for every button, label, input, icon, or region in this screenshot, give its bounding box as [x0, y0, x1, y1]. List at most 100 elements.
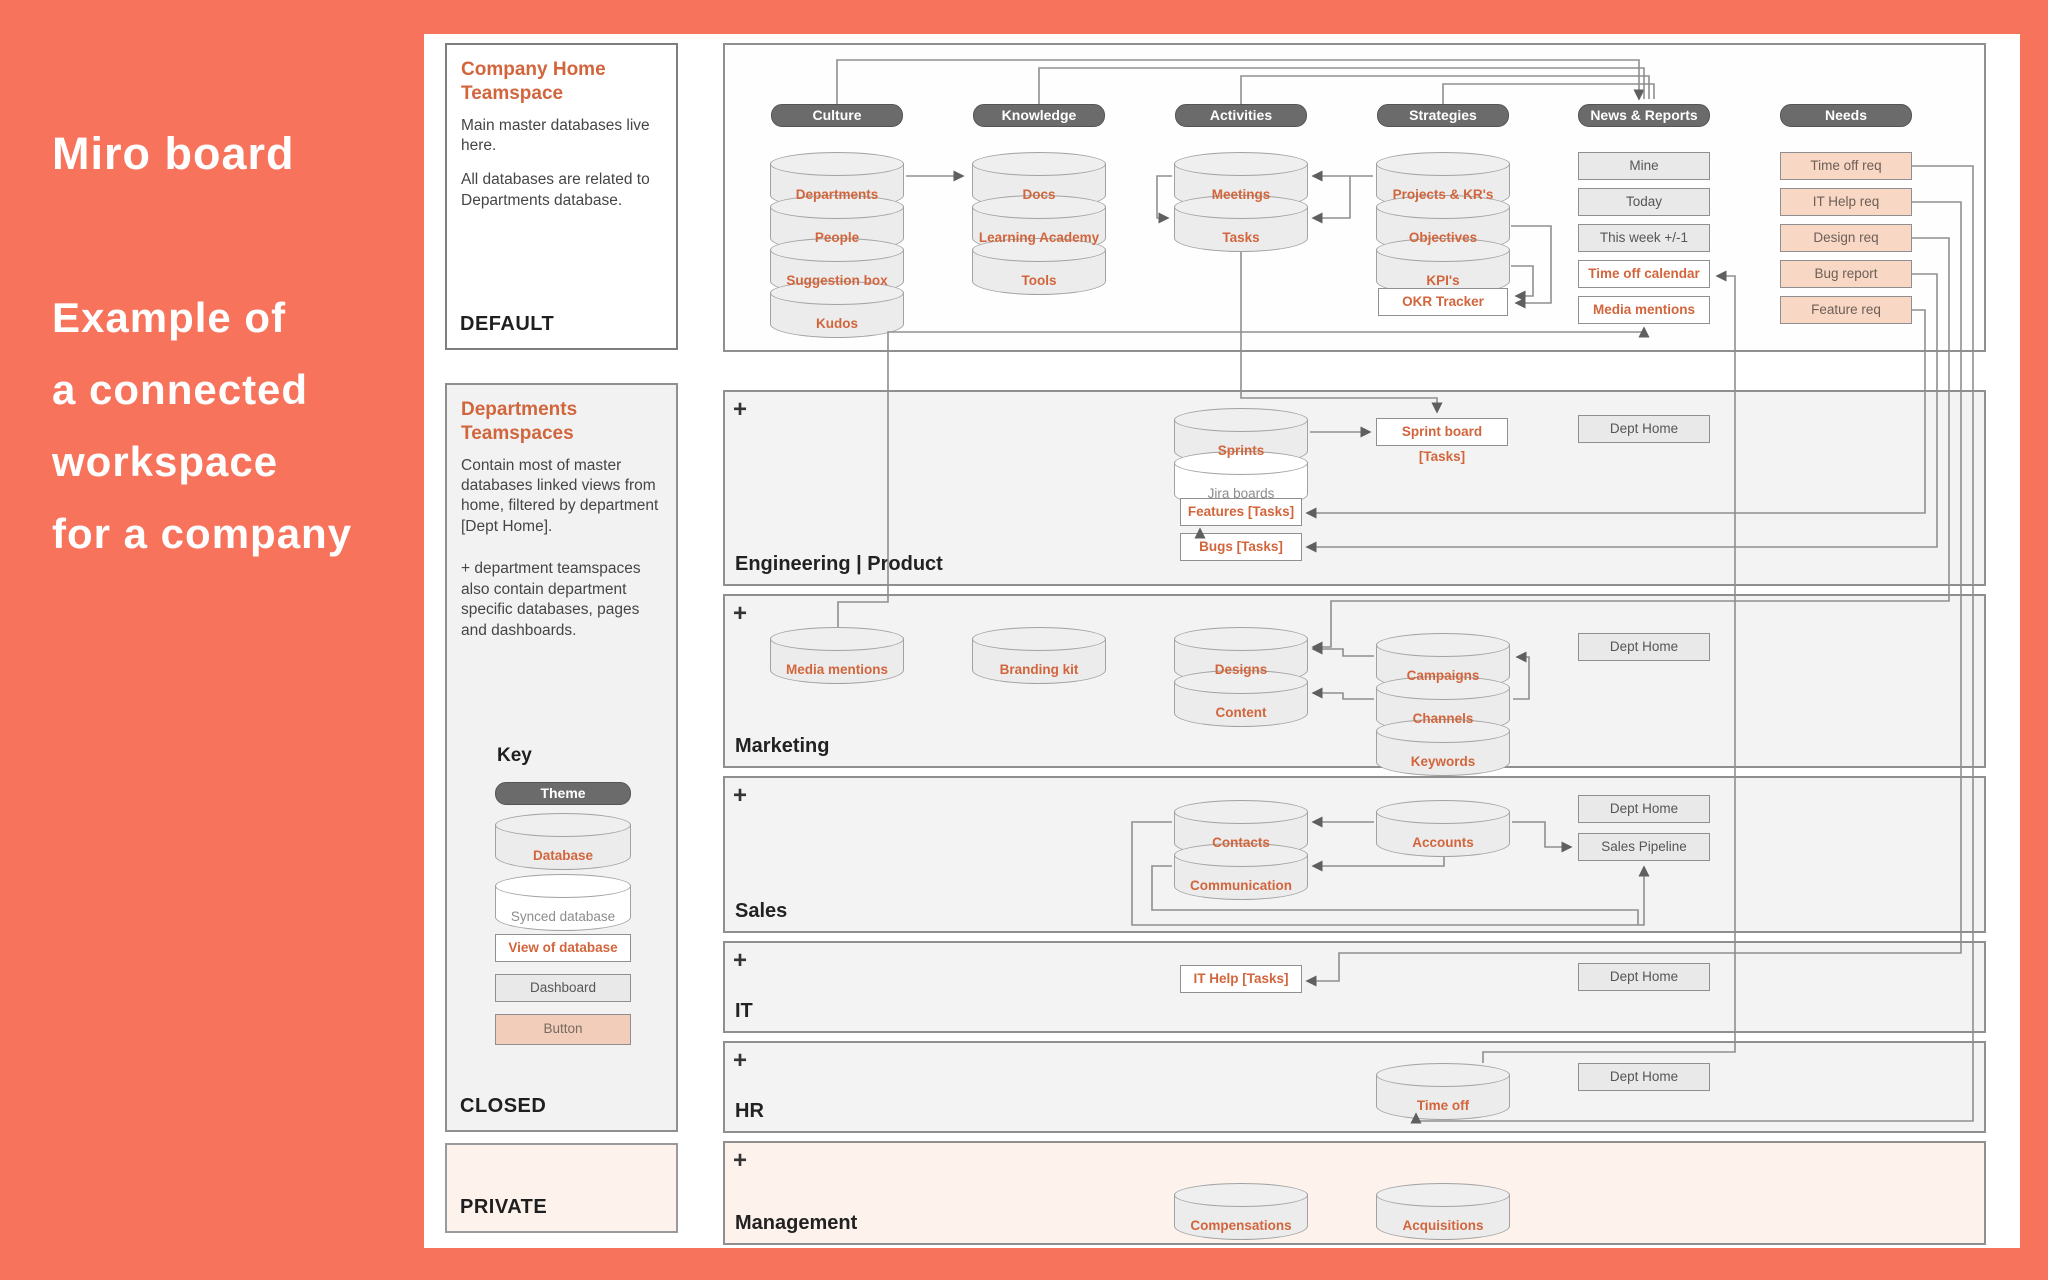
sales-pipeline-dashboard[interactable]: Sales Pipeline [1578, 833, 1710, 861]
needs-label: Needs [1824, 107, 1868, 123]
time-off-database[interactable]: Time off [1376, 1063, 1510, 1120]
departments-database[interactable]: Departments [770, 152, 904, 209]
projects-krs-database[interactable]: Projects & KR's [1376, 152, 1510, 209]
compensations-database[interactable]: Compensations [1174, 1183, 1308, 1240]
features-tasks-view[interactable]: Features [Tasks] [1180, 498, 1302, 526]
knowledge-label: Knowledge [1001, 107, 1077, 123]
activities-theme-pill[interactable]: Activities [1175, 104, 1307, 127]
suggestion-box-db-label: Suggestion box [786, 273, 888, 288]
key-database-shape[interactable]: Database [495, 813, 631, 870]
jira-boards-synced-database[interactable]: Jira boards [1174, 451, 1308, 508]
channels-database[interactable]: Channels [1376, 676, 1510, 733]
key-dashboard[interactable]: Dashboard [495, 974, 631, 1002]
it-help-tasks-view[interactable]: IT Help [Tasks] [1180, 965, 1302, 993]
okr-tracker-view[interactable]: OKR Tracker [1378, 288, 1508, 316]
key-database-label: Database [532, 848, 594, 863]
contacts-db-label: Contacts [1212, 835, 1270, 850]
keywords-db-label: Keywords [1410, 754, 1476, 769]
media-mentions-view[interactable]: Media mentions [1578, 296, 1710, 324]
time-off-calendar-label: Time off calendar [1588, 266, 1700, 281]
bug-report-button[interactable]: Bug report [1780, 260, 1912, 288]
people-database[interactable]: People [770, 195, 904, 252]
key-synced-label: Synced database [510, 909, 616, 924]
kpis-db-label: KPI's [1426, 273, 1460, 288]
engineering-dept-home-label: Dept Home [1609, 421, 1679, 436]
meetings-database[interactable]: Meetings [1174, 152, 1308, 209]
culture-label: Culture [812, 107, 862, 123]
acquisitions-db-label: Acquisitions [1402, 1218, 1484, 1233]
marketing-frame-label: Marketing [735, 735, 830, 757]
departments-title: Departments Teamspaces [461, 399, 578, 444]
sprints-database[interactable]: Sprints [1174, 408, 1308, 465]
culture-theme-pill[interactable]: Culture [771, 104, 903, 127]
plus-icon: + [733, 947, 748, 974]
branding-kit-database[interactable]: Branding kit [972, 627, 1106, 684]
designs-database[interactable]: Designs [1174, 627, 1308, 684]
plus-icon: + [733, 782, 748, 809]
design-req-button[interactable]: Design req [1780, 224, 1912, 252]
needs-theme-pill[interactable]: Needs [1780, 104, 1912, 127]
mine-dashboard[interactable]: Mine [1578, 152, 1710, 180]
campaigns-database[interactable]: Campaigns [1376, 633, 1510, 690]
tools-database[interactable]: Tools [972, 238, 1106, 295]
marketing-frame[interactable]: + Marketing [723, 594, 1986, 768]
it-help-req-button[interactable]: IT Help req [1780, 188, 1912, 216]
kudos-database[interactable]: Kudos [770, 281, 904, 338]
it-frame[interactable]: + IT [723, 941, 1986, 1033]
docs-database[interactable]: Docs [972, 152, 1106, 209]
time-off-calendar-view[interactable]: Time off calendar [1578, 260, 1710, 288]
departments-p1: Contain most of master databases linked … [461, 456, 659, 535]
projects-krs-db-label: Projects & KR's [1392, 187, 1494, 202]
acquisitions-database[interactable]: Acquisitions [1376, 1183, 1510, 1240]
this-week-dashboard[interactable]: This week +/-1 [1578, 224, 1710, 252]
content-database[interactable]: Content [1174, 670, 1308, 727]
engineering-frame[interactable]: + Engineering | Product [723, 390, 1986, 586]
bugs-tasks-view[interactable]: Bugs [Tasks] [1180, 533, 1302, 561]
communication-database[interactable]: Communication [1174, 843, 1308, 900]
hr-frame-label: HR [735, 1100, 764, 1122]
hr-frame[interactable]: + HR [723, 1041, 1986, 1133]
sprint-board-view[interactable]: Sprint board [Tasks] [1376, 418, 1508, 464]
bug-report-label: Bug report [1814, 266, 1878, 281]
subtitle-line: workspace [52, 438, 279, 485]
tools-db-label: Tools [1021, 273, 1057, 288]
hr-dept-home[interactable]: Dept Home [1578, 1063, 1710, 1091]
accounts-database[interactable]: Accounts [1376, 800, 1510, 857]
time-off-req-button[interactable]: Time off req [1780, 152, 1912, 180]
key-button[interactable]: Button [495, 1014, 631, 1045]
strategies-theme-pill[interactable]: Strategies [1377, 104, 1509, 127]
docs-db-label: Docs [1022, 187, 1056, 202]
key-synced-database-shape[interactable]: Synced database [495, 874, 631, 931]
today-dashboard[interactable]: Today [1578, 188, 1710, 216]
sales-dept-home-label: Dept Home [1609, 801, 1679, 816]
company-home-note[interactable]: Company Home Teamspace Main master datab… [445, 43, 678, 350]
keywords-database[interactable]: Keywords [1376, 719, 1510, 776]
engineering-dept-home[interactable]: Dept Home [1578, 415, 1710, 443]
key-title: Key [497, 745, 532, 766]
feature-req-button[interactable]: Feature req [1780, 296, 1912, 324]
sales-dept-home[interactable]: Dept Home [1578, 795, 1710, 823]
news-reports-theme-pill[interactable]: News & Reports [1578, 104, 1710, 127]
campaigns-db-label: Campaigns [1406, 668, 1480, 683]
knowledge-theme-pill[interactable]: Knowledge [973, 104, 1105, 127]
media-mentions-view-label: Media mentions [1592, 302, 1695, 317]
contacts-database[interactable]: Contacts [1174, 800, 1308, 857]
private-note[interactable]: PRIVATE [445, 1143, 678, 1233]
marketing-dept-home[interactable]: Dept Home [1578, 633, 1710, 661]
kpis-database[interactable]: KPI's [1376, 238, 1510, 295]
suggestion-box-database[interactable]: Suggestion box [770, 238, 904, 295]
meetings-db-label: Meetings [1211, 187, 1271, 202]
company-home-title: Company Home Teamspace [461, 59, 606, 104]
it-frame-label: IT [735, 1000, 753, 1022]
objectives-database[interactable]: Objectives [1376, 195, 1510, 252]
management-frame[interactable]: + Management [723, 1141, 1986, 1245]
sales-frame[interactable]: + Sales [723, 776, 1986, 933]
it-dept-home[interactable]: Dept Home [1578, 963, 1710, 991]
tasks-database[interactable]: Tasks [1174, 195, 1308, 252]
media-mentions-database[interactable]: Media mentions [770, 627, 904, 684]
media-mentions-db-label: Media mentions [785, 662, 888, 677]
learning-academy-database[interactable]: Learning Academy [972, 195, 1106, 252]
departments-note[interactable]: Departments Teamspaces Contain most of m… [445, 383, 678, 1132]
key-view-of-database[interactable]: View of database [495, 934, 631, 962]
key-theme-pill[interactable]: Theme [495, 782, 631, 805]
